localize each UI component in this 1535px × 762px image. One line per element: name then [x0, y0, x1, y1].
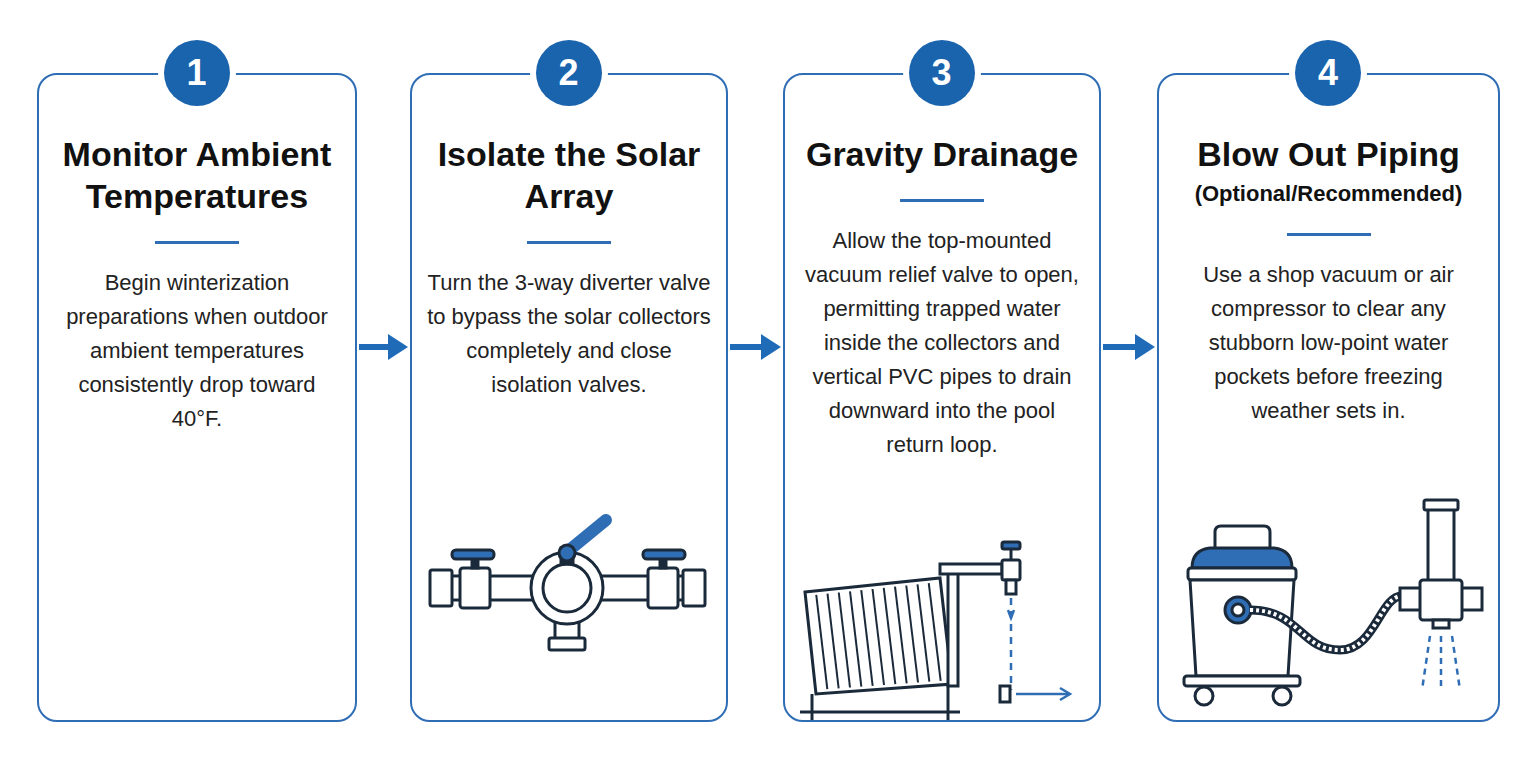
step-card: Blow Out Piping (Optional/Recommended) Use…	[1157, 73, 1500, 722]
step-number: 2	[558, 52, 578, 94]
step-title: Blow Out Piping	[1197, 133, 1460, 175]
step-title: Monitor Ambient Temperatures	[53, 133, 341, 217]
collector-fin	[884, 588, 896, 684]
title-divider	[900, 199, 984, 202]
step-subtitle: (Optional/Recommended)	[1195, 179, 1463, 209]
step-number-circle: 2	[536, 40, 602, 106]
step-title: Isolate the Solar Array	[426, 133, 712, 217]
step-number-circle: 4	[1295, 40, 1361, 106]
step-description: Begin winterization preparations when ou…	[53, 266, 341, 436]
collector-fin	[929, 583, 941, 681]
diverter-valve-illustration	[430, 520, 705, 650]
step-description: Allow the top-mounted vacuum relief valv…	[799, 224, 1085, 462]
step-card: Isolate the Solar ArrayTurn the 3-way di…	[410, 73, 728, 722]
step-number: 1	[186, 52, 206, 94]
step-number: 3	[931, 52, 951, 94]
step-number-circle: 3	[909, 40, 975, 106]
title-divider	[155, 241, 239, 244]
collector-fin	[839, 593, 850, 688]
step-description: Use a shop vacuum or air compressor to c…	[1173, 258, 1484, 428]
title-divider	[1287, 233, 1371, 236]
title-divider	[527, 241, 611, 244]
flow-arrow	[359, 334, 408, 360]
collector-fin	[906, 586, 918, 683]
step-card: Gravity DrainageAllow the top-mounted va…	[783, 73, 1101, 722]
step-number: 4	[1318, 52, 1338, 94]
step-title: Gravity Drainage	[806, 133, 1078, 175]
solar-collector-illustration	[800, 542, 1070, 722]
flow-arrow	[730, 334, 781, 360]
flow-arrow	[1103, 334, 1155, 360]
step-card: Monitor Ambient TemperaturesBegin winter…	[37, 73, 357, 722]
collector-fin	[850, 591, 861, 686]
collector-fin	[816, 595, 827, 689]
step-number-circle: 1	[164, 40, 230, 106]
step-description: Turn the 3-way diverter valve to bypass …	[426, 266, 712, 402]
collector-fin	[861, 590, 872, 686]
collector-fin	[828, 594, 839, 689]
shop-vacuum-illustration	[1184, 500, 1482, 705]
collector-fin	[895, 587, 907, 684]
collector-fin	[873, 589, 885, 685]
collector-fin	[918, 584, 930, 681]
